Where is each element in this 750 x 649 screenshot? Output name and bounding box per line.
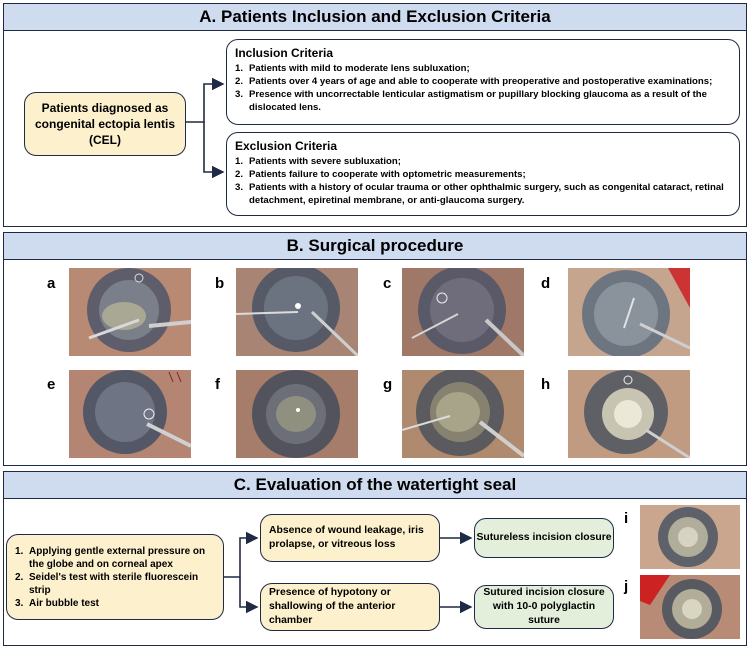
surgical-photo-c — [402, 268, 524, 356]
inclusion-item: 2.Patients over 4 years of age and able … — [235, 76, 713, 87]
inclusion-title: Inclusion Criteria — [235, 46, 334, 60]
result-bottom-text: Sutured incision closure with 10-0 polyg… — [483, 587, 605, 626]
arrow-to-condition-top — [224, 531, 259, 578]
photo-label-a: a — [47, 275, 56, 292]
arrow-to-condition-bottom — [239, 577, 259, 614]
condition-bottom-box: Presence of hypotony or shallowing of th… — [260, 583, 440, 631]
section-c-title: C. Evaluation of the watertight seal — [4, 472, 746, 499]
test-item: 2.Seidel's test with sterile fluorescein… — [15, 571, 199, 596]
tests-box: 1.Applying gentle external pressure on t… — [6, 534, 224, 620]
exclusion-item: 1.Patients with severe subluxation; — [235, 156, 401, 167]
photo-label-g: g — [383, 376, 393, 393]
exclusion-item: 2.Patients failure to cooperate with opt… — [235, 169, 526, 180]
surgical-photo-f — [236, 370, 358, 458]
arrow-to-exclusion — [203, 122, 225, 179]
photo-label-e: e — [47, 376, 56, 393]
condition-bottom-text: Presence of hypotony or shallowing of th… — [269, 587, 396, 626]
section-a-panel: A. Patients Inclusion and Exclusion Crit… — [3, 3, 747, 227]
surgical-photo-g — [402, 370, 524, 458]
surgical-photo-e — [69, 370, 191, 458]
patients-box: Patients diagnosed as congenital ectopia… — [24, 92, 186, 156]
tests-list: 1.Applying gentle external pressure on t… — [15, 545, 215, 610]
patients-box-text: Patients diagnosed as congenital ectopia… — [34, 101, 176, 147]
photo-label-b: b — [215, 275, 225, 292]
inclusion-list: 1.Patients with mild to moderate lens su… — [235, 62, 731, 114]
photo-label-c: c — [383, 275, 392, 292]
photo-label-f: f — [215, 376, 220, 393]
test-item: 3.Air bubble test — [15, 597, 100, 609]
result-top-text: Sutureless incision closure — [476, 532, 612, 543]
surgical-photo-b — [236, 268, 358, 356]
exclusion-title: Exclusion Criteria — [235, 139, 338, 153]
section-a-title: A. Patients Inclusion and Exclusion Crit… — [4, 4, 746, 31]
surgical-photo-h — [568, 370, 690, 458]
section-a-arrows — [186, 77, 225, 179]
exclusion-item: 3.Patients with a history of ocular trau… — [235, 182, 724, 206]
result-photo-i — [640, 505, 740, 569]
inclusion-box: Inclusion Criteria 1.Patients with mild … — [226, 39, 740, 125]
surgical-photo-d — [568, 268, 690, 356]
result-photo-j — [640, 575, 740, 639]
condition-top-box: Absence of wound leakage, iris prolapse,… — [260, 514, 440, 562]
photo-label-i: i — [624, 510, 629, 527]
surgical-photo-a — [69, 268, 191, 356]
photo-label-h: h — [541, 376, 551, 393]
result-top-box: Sutureless incision closure — [474, 518, 614, 558]
exclusion-box: Exclusion Criteria 1.Patients with sever… — [226, 132, 740, 216]
inclusion-item: 1.Patients with mild to moderate lens su… — [235, 63, 470, 74]
photo-label-d: d — [541, 275, 551, 292]
condition-top-text: Absence of wound leakage, iris prolapse,… — [269, 525, 424, 550]
photo-label-j: j — [624, 578, 629, 595]
test-item: 1.Applying gentle external pressure on t… — [15, 545, 206, 570]
section-b-title: B. Surgical procedure — [4, 233, 746, 260]
exclusion-list: 1.Patients with severe subluxation; 2.Pa… — [235, 155, 731, 207]
arrow-to-inclusion — [186, 77, 225, 123]
result-bottom-box: Sutured incision closure with 10-0 polyg… — [474, 585, 614, 629]
inclusion-item: 3.Presence with uncorrectable lenticular… — [235, 89, 707, 113]
